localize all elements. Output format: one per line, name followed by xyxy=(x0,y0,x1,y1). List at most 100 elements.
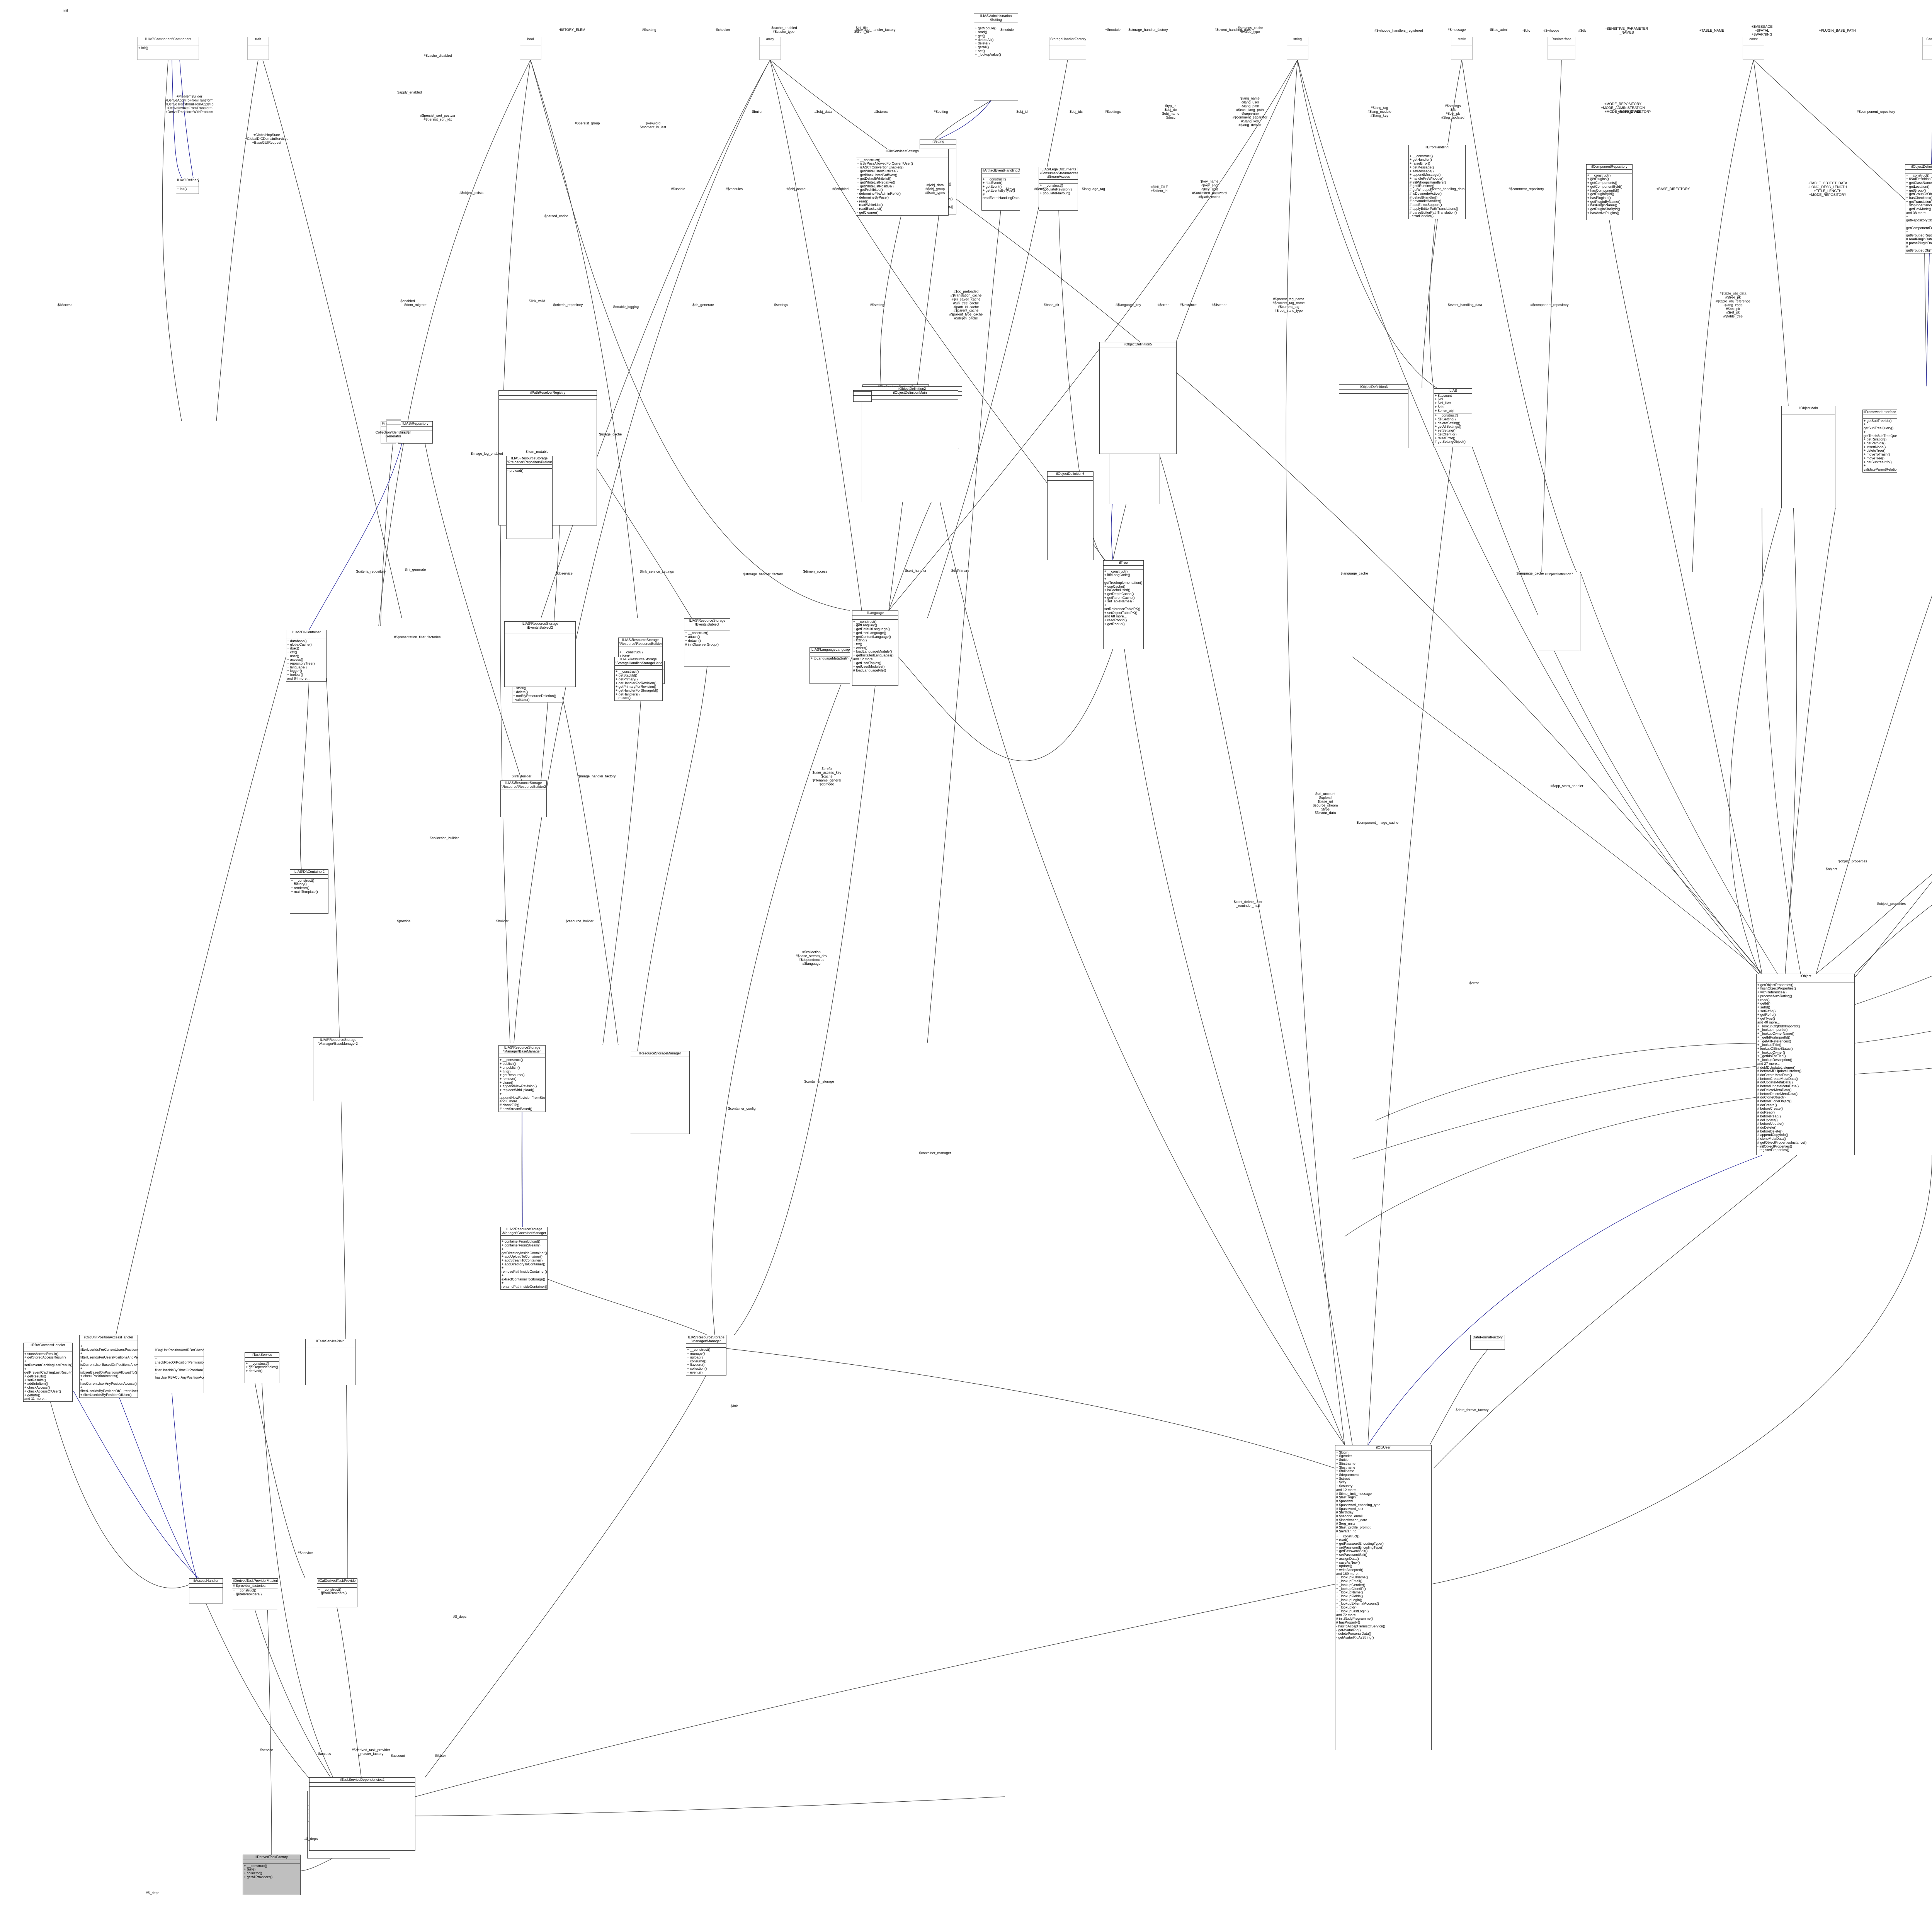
class-node[interactable]: ilArtifactEventHandlingData+ __construct… xyxy=(981,168,1020,211)
class-node[interactable]: array xyxy=(759,37,781,60)
class-node[interactable]: ILIAS\ResourceStorage \StorageHandler\St… xyxy=(614,657,663,701)
class-node[interactable]: ilObjectDefinition7 xyxy=(1538,572,1580,651)
class-node-attributes: + $login + $gender + $utitle + $firstnam… xyxy=(1335,1450,1431,1534)
edge-label: #$error xyxy=(1157,303,1169,307)
class-node[interactable]: ilFrameworkInterface+ getSubTreeIds() + … xyxy=(1862,410,1897,473)
class-node[interactable]: ILIAS+ $account + $ini + $ini_ilias + $d… xyxy=(1434,388,1472,447)
edge-label: -$cache_enabled #$cache_type xyxy=(770,26,797,34)
class-node-operations: + checkRbacOrPositionPermissionAccess() … xyxy=(155,1357,204,1380)
class-node[interactable]: ilOrgUnitPositionAndRBACAccessHandler+ c… xyxy=(154,1348,204,1393)
class-node[interactable]: ILIAS\ResourceStorage \Manager\BaseManag… xyxy=(313,1037,363,1101)
edge-label: $keyword $moment_is_last xyxy=(639,121,667,129)
class-node[interactable]: ilFileServicesSettings+ __construct() + … xyxy=(856,149,949,216)
class-node-operations: + __construct() + publish() + unpublish(… xyxy=(500,1058,546,1111)
class-node-title: ILIAS\ResourceStorage \Manager\BaseManag… xyxy=(313,1038,363,1047)
class-node-title: ilResourceStorageManager xyxy=(630,1051,689,1056)
class-node[interactable]: ilObjectDefinition6 xyxy=(1047,471,1094,560)
class-node[interactable]: ILIAS\ResourceStorage \Events\Subject+ _… xyxy=(684,618,730,667)
class-node[interactable]: ILIAS\ResourceStorage \Resource\Resource… xyxy=(500,780,547,817)
class-node-operations xyxy=(520,46,541,49)
class-node-attributes xyxy=(684,627,730,631)
class-node-attributes xyxy=(856,154,948,158)
edge-label: $access xyxy=(318,1752,331,1756)
class-node[interactable]: static xyxy=(1451,37,1473,60)
class-node[interactable]: ilTree+ __construct() + initLangCode() +… xyxy=(1103,560,1144,649)
class-node[interactable]: trait xyxy=(247,37,269,60)
class-node[interactable]: ilLanguage+ __construct() + getLangKey()… xyxy=(852,610,898,686)
class-node-attributes xyxy=(1451,42,1472,46)
class-node-attributes xyxy=(1287,42,1308,46)
edge-label: #$obj_name xyxy=(786,187,806,191)
class-node-attributes xyxy=(243,1860,300,1864)
class-node[interactable] xyxy=(386,419,401,442)
edge-label: #$usable xyxy=(671,187,685,191)
class-node[interactable]: ilObjUser+ $login + $gender + $utitle + … xyxy=(1335,1445,1432,1750)
edge-label: #$setting xyxy=(642,28,656,32)
class-node[interactable]: ilTaskServicePlain xyxy=(305,1339,355,1385)
class-node-operations: + getModule() + read() + get() + deleteA… xyxy=(975,26,1001,57)
class-node[interactable]: ilAccessHandler xyxy=(189,1578,223,1603)
class-node-title: trait xyxy=(248,37,269,42)
class-node-attributes xyxy=(1782,411,1835,415)
class-node-title: ilFrameworkInterface xyxy=(1863,410,1897,415)
class-node[interactable]: ILIAS\ResourceStorage \Manager\Container… xyxy=(500,1227,548,1290)
class-node[interactable]: ilObject+ getObjectProperties() + flushO… xyxy=(1756,974,1855,1155)
class-node[interactable]: ilComponentRepository+ __construct() + g… xyxy=(1586,164,1633,220)
class-node[interactable]: string xyxy=(1287,37,1308,60)
class-node[interactable]: ilObjectMain xyxy=(1781,406,1835,508)
class-node[interactable]: ILIAS\Component\Component+ init() xyxy=(137,37,199,60)
class-node[interactable]: ilObjectDefinition3 xyxy=(1339,384,1408,448)
class-node[interactable]: ILIAS\DI\Container+ database() + globalC… xyxy=(286,630,327,682)
class-node[interactable]: ILIAS\ResourceStorage \Preloader\Reposit… xyxy=(506,456,553,539)
class-node-title: ilComponentRepository xyxy=(1587,165,1632,170)
class-node[interactable]: ILIAS\ResourceStorage \Manager\BaseManag… xyxy=(498,1045,546,1112)
class-node-operations: + __construct() + isByPassAllowedForCurr… xyxy=(857,158,913,214)
class-node[interactable]: ilOrgUnitPositionAccessHandler+ filterUs… xyxy=(79,1335,138,1398)
class-node[interactable]: ILIAS\Repository+ init() xyxy=(398,421,433,444)
class-node[interactable]: ilDerivedTaskProviderMasterFactory# $pro… xyxy=(232,1578,278,1610)
class-node[interactable]: ilResourceStorageManager xyxy=(630,1051,690,1134)
class-node[interactable]: StorageHandlerFactory xyxy=(1049,37,1086,60)
class-node[interactable]: ilTaskServiceDependencies2 xyxy=(309,1777,415,1851)
class-node[interactable]: bool xyxy=(520,37,541,60)
class-node[interactable]: Container xyxy=(1922,37,1932,60)
class-node-attributes xyxy=(1471,1340,1505,1344)
class-node[interactable]: ilObjectDefinitionMain xyxy=(862,390,958,502)
class-node-attributes xyxy=(1048,477,1093,481)
class-node[interactable]: ilErrorHandling+ __construct() + getHand… xyxy=(1408,145,1466,219)
class-node[interactable]: ilObjectDefinition+ __construct() + read… xyxy=(1905,164,1932,253)
class-node[interactable]: ilDerivedTaskFactory+ __construct() + ta… xyxy=(243,1855,301,1895)
class-node[interactable]: RunInterface xyxy=(1548,37,1575,60)
class-node[interactable]: ilRBACAccessHandler+ storeAccessResult()… xyxy=(23,1343,73,1402)
class-node[interactable]: DateFormatFactory xyxy=(1470,1335,1505,1350)
class-node[interactable]: const xyxy=(1743,37,1764,60)
class-node-attributes xyxy=(1743,42,1764,46)
class-node-operations: + __construct() + manage() + upload() + … xyxy=(687,1348,711,1374)
class-node[interactable] xyxy=(853,390,872,402)
class-node[interactable]: ilCalDerivedTaskProvider+ __construct() … xyxy=(317,1578,357,1607)
class-node[interactable]: ILIAS\Administration \Setting+ getModule… xyxy=(974,14,1018,100)
class-node-operations: + __construct() + getDependencies() + de… xyxy=(246,1361,278,1373)
edge-label: #$message xyxy=(1447,28,1466,32)
class-node[interactable]: ILIAS\DI\Container2+ __construct() + fac… xyxy=(290,869,328,914)
edge-label: $enabled xyxy=(400,299,415,303)
class-node[interactable]: ILIAS\LegalDocuments \Consumer\StreamAcc… xyxy=(1039,167,1078,211)
class-node-title: ilObjUser xyxy=(1335,1445,1431,1450)
edge-label: $container_config xyxy=(728,1107,756,1111)
edge-label: +$MESSAGE +$FATAL +$WARNING xyxy=(1751,25,1773,36)
edge-label: $obj_id xyxy=(1016,110,1028,114)
class-node[interactable]: ILIAS\ResourceStorage \Manager\Manager+ … xyxy=(686,1335,726,1376)
class-node[interactable]: ilTaskService+ __construct() + getDepend… xyxy=(245,1352,279,1383)
class-node[interactable]: ilObjectDefinition5 xyxy=(1099,342,1177,454)
edge-label: $link_service_settings xyxy=(639,570,674,574)
class-node[interactable]: ILIAS\ResourceStorage \Events\Subject2 xyxy=(504,621,576,687)
edge-label: $prefix $user_access_key $cache $filenam… xyxy=(812,767,842,786)
class-node-operations xyxy=(501,793,546,797)
edge-label: #$comment_repository xyxy=(1509,187,1544,191)
class-node-operations: + containerFromUpload() + containerFromS… xyxy=(502,1239,548,1289)
class-node[interactable]: ILIAS\LanguageLanguage+ toLanguageMetaSo… xyxy=(810,647,850,684)
class-node-title: ilPathResolverRegistry xyxy=(499,391,597,396)
class-node[interactable]: ILIAS\Refinery+ init() xyxy=(176,178,199,194)
class-node-attributes xyxy=(138,42,199,46)
edge-label: #$persist_group xyxy=(575,121,600,126)
